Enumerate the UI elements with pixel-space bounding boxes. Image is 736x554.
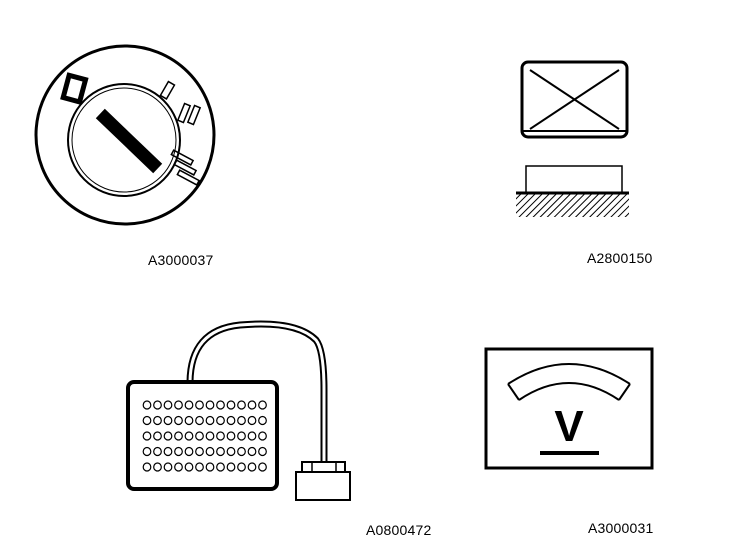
socket-hole	[226, 431, 236, 441]
socket-hole	[153, 431, 162, 441]
voltmeter-icon: V	[484, 347, 654, 470]
socket-hole	[153, 446, 162, 457]
socket-hole	[184, 462, 194, 472]
socket-hole	[174, 431, 183, 441]
socket-hole	[174, 400, 183, 410]
socket-hole	[216, 415, 225, 426]
voltmeter-symbol: V	[554, 402, 584, 451]
socket-hole	[142, 446, 152, 457]
socket-hole	[216, 431, 225, 441]
socket-hole	[247, 446, 257, 457]
ignition-switch-icon	[34, 44, 216, 226]
socket-hole	[237, 462, 246, 472]
socket-hole	[258, 446, 267, 457]
socket-hole	[195, 415, 204, 426]
socket-hole	[258, 400, 267, 410]
socket-hole	[142, 400, 152, 410]
socket-hole	[205, 415, 215, 426]
socket-hole	[142, 431, 152, 441]
socket-hole	[247, 400, 257, 410]
socket-hole	[216, 462, 225, 472]
socket-hole	[163, 431, 173, 441]
socket-hole	[226, 446, 236, 457]
figure-code-relay: A2800150	[587, 250, 653, 266]
socket-hole	[258, 415, 267, 426]
socket-hole	[258, 462, 267, 472]
socket-hole	[237, 400, 246, 410]
socket-hole	[226, 415, 236, 426]
socket-hole	[174, 446, 183, 457]
socket-hole	[142, 462, 152, 472]
socket-hole	[247, 462, 257, 472]
socket-hole	[195, 462, 204, 472]
socket-hole	[216, 446, 225, 457]
socket-hole	[174, 462, 183, 472]
figure-code-voltmeter: A3000031	[588, 520, 654, 536]
socket-hole	[205, 446, 215, 457]
socket-hole	[174, 415, 183, 426]
socket-hole	[247, 415, 257, 426]
socket-hole	[184, 446, 194, 457]
socket-hole	[237, 415, 246, 426]
socket-hole	[142, 415, 152, 426]
socket-hole	[184, 400, 194, 410]
socket-hole	[216, 400, 225, 410]
socket-hole	[163, 446, 173, 457]
socket-hole	[258, 431, 267, 441]
socket-hole	[226, 462, 236, 472]
socket-hole	[247, 431, 257, 441]
socket-hole	[153, 415, 162, 426]
figure-code-breakout-box: A0800472	[366, 522, 432, 538]
socket-hole	[205, 462, 215, 472]
socket-hole	[195, 431, 204, 441]
figure-code-ignition-switch: A3000037	[148, 252, 214, 268]
socket-hole	[163, 415, 173, 426]
socket-hole	[195, 446, 204, 457]
breakout-box-icon	[126, 320, 351, 501]
socket-hole	[153, 400, 162, 410]
relay-icon	[516, 60, 629, 217]
socket-hole	[226, 400, 236, 410]
socket-hole	[205, 431, 215, 441]
socket-hole	[195, 400, 204, 410]
socket-hole	[205, 400, 215, 410]
socket-hole	[237, 446, 246, 457]
socket-hole	[163, 400, 173, 410]
socket-hole	[153, 462, 162, 472]
socket-hole	[184, 431, 194, 441]
socket-hole	[163, 462, 173, 472]
socket-hole	[184, 415, 194, 426]
socket-hole	[237, 431, 246, 441]
